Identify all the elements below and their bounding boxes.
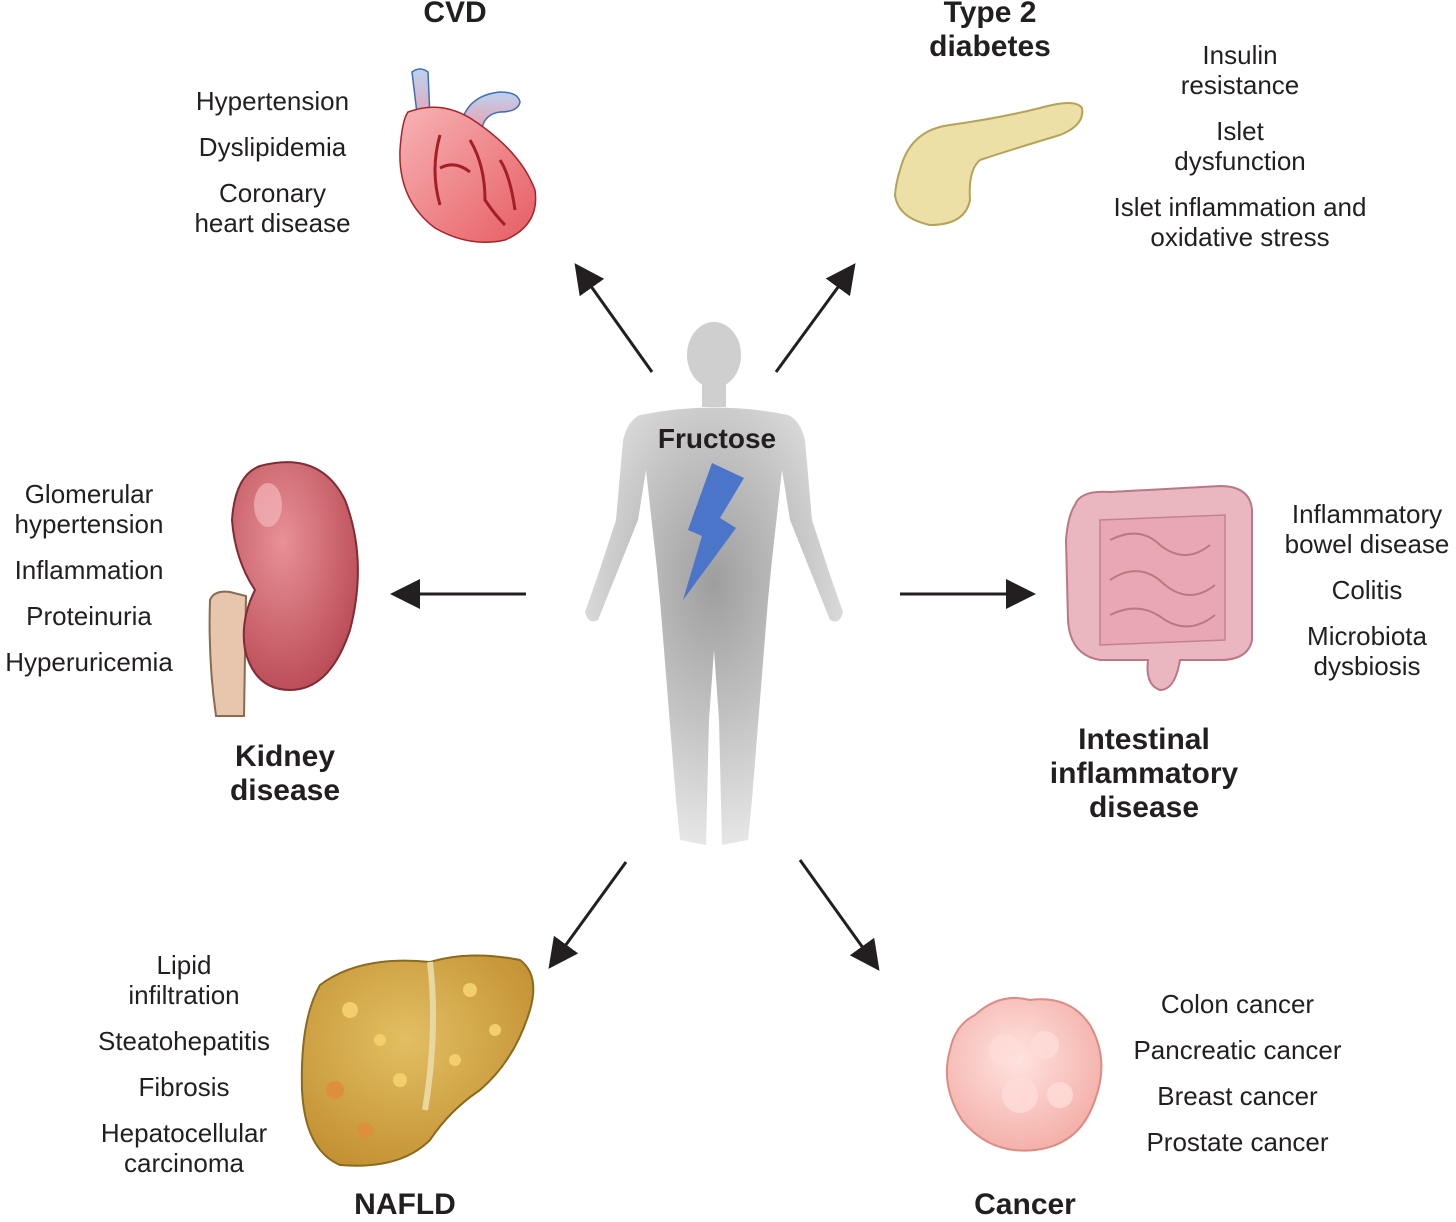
- cancer-item: Breast cancer: [1157, 1081, 1318, 1111]
- intestinal-title: Intestinal inflammatory disease: [1030, 723, 1258, 825]
- t2d-item: Insulin resistance: [1180, 40, 1300, 100]
- cvd-item: Coronary heart disease: [194, 178, 351, 238]
- nafld-item: Hepatocellular carcinoma: [100, 1118, 268, 1178]
- t2d-title-line: Type 2: [943, 0, 1037, 29]
- kidney-icon: [208, 461, 359, 717]
- kidney-title-line: disease: [229, 774, 341, 807]
- intestinal-title-line: Intestinal: [1078, 723, 1210, 756]
- intestinal-title-line: disease: [1088, 791, 1200, 824]
- nafld-item: Fibrosis: [138, 1072, 230, 1102]
- cancer-title: Cancer: [950, 1188, 1100, 1222]
- t2d-item: Islet inflammation and oxidative stress: [1113, 192, 1367, 252]
- intestinal-item: Inflammatory bowel disease: [1284, 499, 1450, 559]
- human-body-silhouette: [585, 322, 843, 845]
- pancreas-icon: [893, 102, 1084, 227]
- kidney-item: Proteinuria: [26, 601, 152, 631]
- tumor-icon: [945, 996, 1103, 1152]
- arrow-to-cvd: [574, 263, 654, 373]
- intestinal-item: Colitis: [1331, 575, 1403, 605]
- kidney-title: Kidney disease: [200, 740, 370, 808]
- cancer-item: Pancreatic cancer: [1133, 1035, 1342, 1065]
- kidney-item: Inflammation: [14, 555, 164, 585]
- liver-icon: [300, 954, 535, 1167]
- t2d-title-line: diabetes: [929, 30, 1051, 63]
- kidney-title-line: Kidney: [234, 740, 336, 773]
- center-label: Fructose: [658, 423, 776, 454]
- intestinal-title-line: inflammatory: [1049, 757, 1239, 790]
- kidney-item: Hyperuricemia: [5, 647, 173, 677]
- t2d-title: Type 2 diabetes: [900, 0, 1080, 64]
- cancer-item: Prostate cancer: [1146, 1127, 1329, 1157]
- nafld-item: Steatohepatitis: [97, 1026, 270, 1056]
- nafld-title-line: NAFLD: [354, 1188, 456, 1221]
- kidney-item: Glomerular hypertension: [14, 479, 164, 539]
- cancer-title-line: Cancer: [974, 1188, 1076, 1221]
- cvd-title-line: CVD: [423, 0, 487, 29]
- lightning-bolt-icon: [683, 463, 744, 600]
- arrow-to-nafld: [548, 861, 628, 969]
- cvd-item: Hypertension: [195, 86, 350, 116]
- cvd-title: CVD: [380, 0, 530, 30]
- nafld-title: NAFLD: [330, 1188, 480, 1222]
- cvd-item: Dyslipidemia: [198, 132, 347, 162]
- intestine-icon: [1064, 484, 1253, 692]
- heart-icon: [399, 68, 537, 243]
- intestinal-item: Microbiota dysbiosis: [1307, 621, 1427, 681]
- t2d-item: Islet dysfunction: [1174, 116, 1306, 176]
- arrow-to-t2d: [774, 263, 856, 373]
- nafld-item: Lipid infiltration: [128, 950, 240, 1010]
- arrow-to-cancer: [798, 859, 880, 971]
- cancer-item: Colon cancer: [1160, 989, 1315, 1019]
